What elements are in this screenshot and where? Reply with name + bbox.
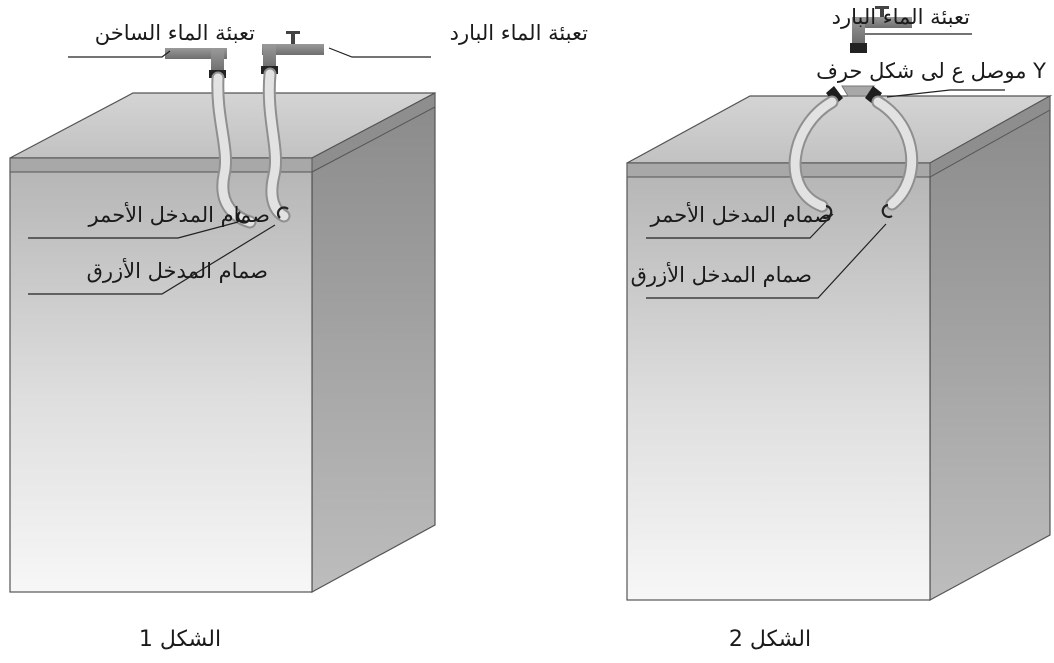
y-branch-right-nut <box>865 86 882 105</box>
cold-tap-pipe-2 <box>852 17 912 28</box>
cabinet-rim-side-2 <box>929 95 1051 178</box>
cabinet-side-2 <box>929 94 1051 602</box>
cold-tap-nut-2 <box>850 43 867 53</box>
label-y-branch-connector: موصل ع لى شكل حرف Y <box>816 59 1046 83</box>
cabinet-rim-1 <box>9 157 313 173</box>
blue-inlet-valve-2 <box>881 203 893 219</box>
cold-tap-pipe-1 <box>262 44 324 55</box>
inlet-hoses-1 <box>211 67 291 229</box>
leader-y-branch-connector <box>886 89 1005 98</box>
label-blue-inlet-valve-2: صمام المدخل الأزرق <box>631 262 812 287</box>
red-inlet-valve-1 <box>236 211 249 224</box>
cabinet-rim-side-1 <box>311 92 436 173</box>
cold-tap-spout-1 <box>263 44 276 68</box>
leader-hot-water-fill <box>68 50 171 58</box>
hot-tap-spout <box>211 48 224 72</box>
red-inlet-valve-2 <box>821 204 833 220</box>
y-branch-connector <box>826 85 882 105</box>
caption-figure-1: الشكل 1 <box>139 627 221 652</box>
figure-2: تعبئة الماء البارد موصل ع لى شكل حرف Y ص… <box>626 5 1053 652</box>
label-cold-water-fill-2: تعبئة الماء البارد <box>832 5 971 29</box>
label-red-inlet-valve-2: صمام المدخل الأحمر <box>649 202 832 227</box>
cabinet-rim-2 <box>626 162 931 178</box>
leader-red-inlet-valve-1 <box>28 221 239 239</box>
hot-tap-pipe <box>165 48 227 59</box>
cabinet-side-1 <box>311 92 436 594</box>
cold-tap-spout-2 <box>852 17 865 43</box>
appliance-cabinet-1 <box>9 92 436 594</box>
appliance-cabinet-2 <box>626 94 1053 602</box>
figure-1: تعبئة الماء الساخن تعبئة الماء البارد صم… <box>9 21 589 652</box>
leader-cold-water-fill-1 <box>328 47 431 58</box>
cabinet-front-2 <box>626 162 931 601</box>
label-cold-water-fill-1: تعبئة الماء البارد <box>450 21 589 45</box>
leader-blue-inlet-valve-2 <box>646 223 887 299</box>
cold-tap-stem-1 <box>291 34 295 44</box>
leader-blue-inlet-valve-1 <box>28 224 276 295</box>
y-branch-left-nut <box>826 86 843 105</box>
cold-water-tap-2 <box>850 6 912 53</box>
cabinet-front-1 <box>9 157 313 593</box>
inlet-hoses-2 <box>788 95 919 213</box>
cold-tap-handle-1 <box>286 31 300 34</box>
blue-inlet-valve-1 <box>276 206 289 219</box>
label-hot-water-fill: تعبئة الماء الساخن <box>95 21 255 45</box>
label-blue-inlet-valve-1: صمام المدخل الأزرق <box>87 258 268 283</box>
cold-tap-handle-2 <box>875 6 889 9</box>
caption-figure-2: الشكل 2 <box>729 627 811 652</box>
cold-tap-stem-2 <box>880 9 884 17</box>
leader-red-inlet-valve-2 <box>646 213 834 239</box>
label-red-inlet-valve-1: صمام المدخل الأحمر <box>87 202 270 227</box>
